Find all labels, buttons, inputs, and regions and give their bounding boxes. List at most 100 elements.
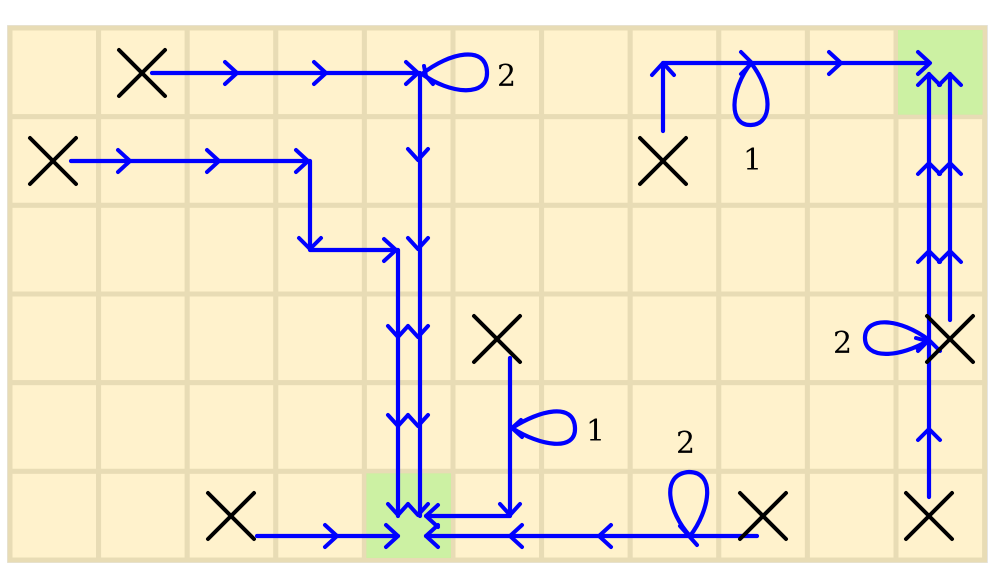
grid-cell <box>7 291 102 386</box>
arrow-right-icon <box>827 50 843 76</box>
arrow-left-icon <box>424 523 440 549</box>
arrow-right-icon <box>384 523 400 549</box>
grid-cell <box>893 468 988 563</box>
grid-cell <box>184 291 279 386</box>
grid-cell <box>893 114 988 208</box>
arrow-up-icon <box>916 249 942 264</box>
arrow-right-icon <box>404 60 420 86</box>
arrow-up-icon <box>916 72 942 87</box>
grid-cell <box>804 114 899 208</box>
arrow-down-icon <box>406 147 430 162</box>
grid-cell <box>96 202 190 297</box>
wait-loop-e <box>668 469 710 539</box>
grid-cell <box>539 291 633 386</box>
arrow-left-icon <box>422 64 435 86</box>
arrow-down-icon <box>406 502 430 517</box>
wait-loop-g <box>862 320 932 356</box>
grid-cell <box>361 114 456 208</box>
grid-cell <box>893 291 988 386</box>
wait-label-2: 1 <box>743 143 762 178</box>
wait-loop-f <box>732 60 770 128</box>
grid-cell <box>627 114 722 208</box>
grid-cell <box>627 380 722 474</box>
grid-cell <box>450 202 545 297</box>
arrow-right-icon <box>916 50 932 76</box>
grid-cell <box>627 25 722 120</box>
arrow-down-icon <box>406 413 430 428</box>
arrow-down-icon <box>386 324 410 339</box>
start-markers <box>28 48 975 541</box>
grid-cell <box>539 380 633 474</box>
grid-cell <box>804 25 899 120</box>
arrow-right-icon <box>323 523 339 549</box>
grid-cell <box>716 202 810 297</box>
start-x-icon <box>638 136 688 186</box>
wait-loop-d <box>509 409 578 446</box>
agent-paths <box>68 50 963 549</box>
arrow-right-icon <box>205 148 221 174</box>
grid-cell <box>7 468 102 563</box>
grid-cell <box>893 380 988 474</box>
grid-cell <box>184 202 279 297</box>
grid-cell <box>627 291 722 386</box>
arrow-up-icon <box>916 338 942 353</box>
grid-cell <box>804 291 899 386</box>
start-x-icon <box>117 48 167 98</box>
arrow-left-icon <box>510 418 524 439</box>
grid-cells <box>7 25 988 563</box>
wait-label-1: 2 <box>497 59 516 94</box>
grid-cell <box>96 380 190 474</box>
arrow-right-icon <box>739 50 754 76</box>
grid-cell <box>273 291 367 386</box>
grid-cell <box>893 202 988 297</box>
grid-cell <box>539 114 633 208</box>
grid-cell <box>804 202 899 297</box>
arrow-up-icon <box>650 61 676 77</box>
arrow-down-icon <box>678 524 699 547</box>
grid-cell <box>7 202 102 297</box>
start-x-icon <box>206 491 256 541</box>
grid-cell <box>273 468 367 563</box>
grid-cell <box>716 25 810 120</box>
arrow-right-icon <box>116 148 132 174</box>
start-x-icon <box>472 314 522 364</box>
grid-cell <box>450 114 545 208</box>
grid-cell <box>716 380 810 474</box>
arrow-down-icon <box>297 236 323 251</box>
arrow-up-icon <box>937 249 963 264</box>
grid-cell <box>716 114 810 208</box>
arrow-up-icon <box>916 161 942 176</box>
arrow-right-icon <box>223 60 239 86</box>
arrow-down-icon <box>406 236 430 251</box>
arrow-right-icon <box>914 336 929 350</box>
arrow-down-icon <box>498 502 522 517</box>
arrow-right-icon <box>382 237 398 263</box>
grid-cell <box>450 380 545 474</box>
arrow-left-icon <box>508 523 524 549</box>
arrow-left-icon <box>597 523 613 549</box>
grid-cell <box>7 25 102 120</box>
arrow-up-icon <box>937 161 963 176</box>
arrow-down-icon <box>386 502 410 517</box>
grid-cell <box>96 468 190 563</box>
grid-cell <box>273 380 367 474</box>
arrow-left-icon <box>424 503 440 529</box>
arrow-right-icon <box>312 60 328 86</box>
grid-cell <box>804 380 899 474</box>
grid-cell <box>539 25 633 120</box>
grid-cell <box>716 291 810 386</box>
arrow-down-icon <box>406 324 430 339</box>
arrow-right-icon <box>294 148 310 174</box>
grid-cell <box>361 291 456 386</box>
grid-cell <box>627 202 722 297</box>
arrow-up-icon <box>916 427 942 442</box>
grid-cell <box>361 380 456 474</box>
grid-cell <box>539 202 633 297</box>
goal-cell <box>898 30 983 115</box>
grid-cell <box>804 468 899 563</box>
arrow-down-icon <box>386 413 410 428</box>
start-x-icon <box>904 491 954 541</box>
start-x-icon <box>925 314 975 364</box>
